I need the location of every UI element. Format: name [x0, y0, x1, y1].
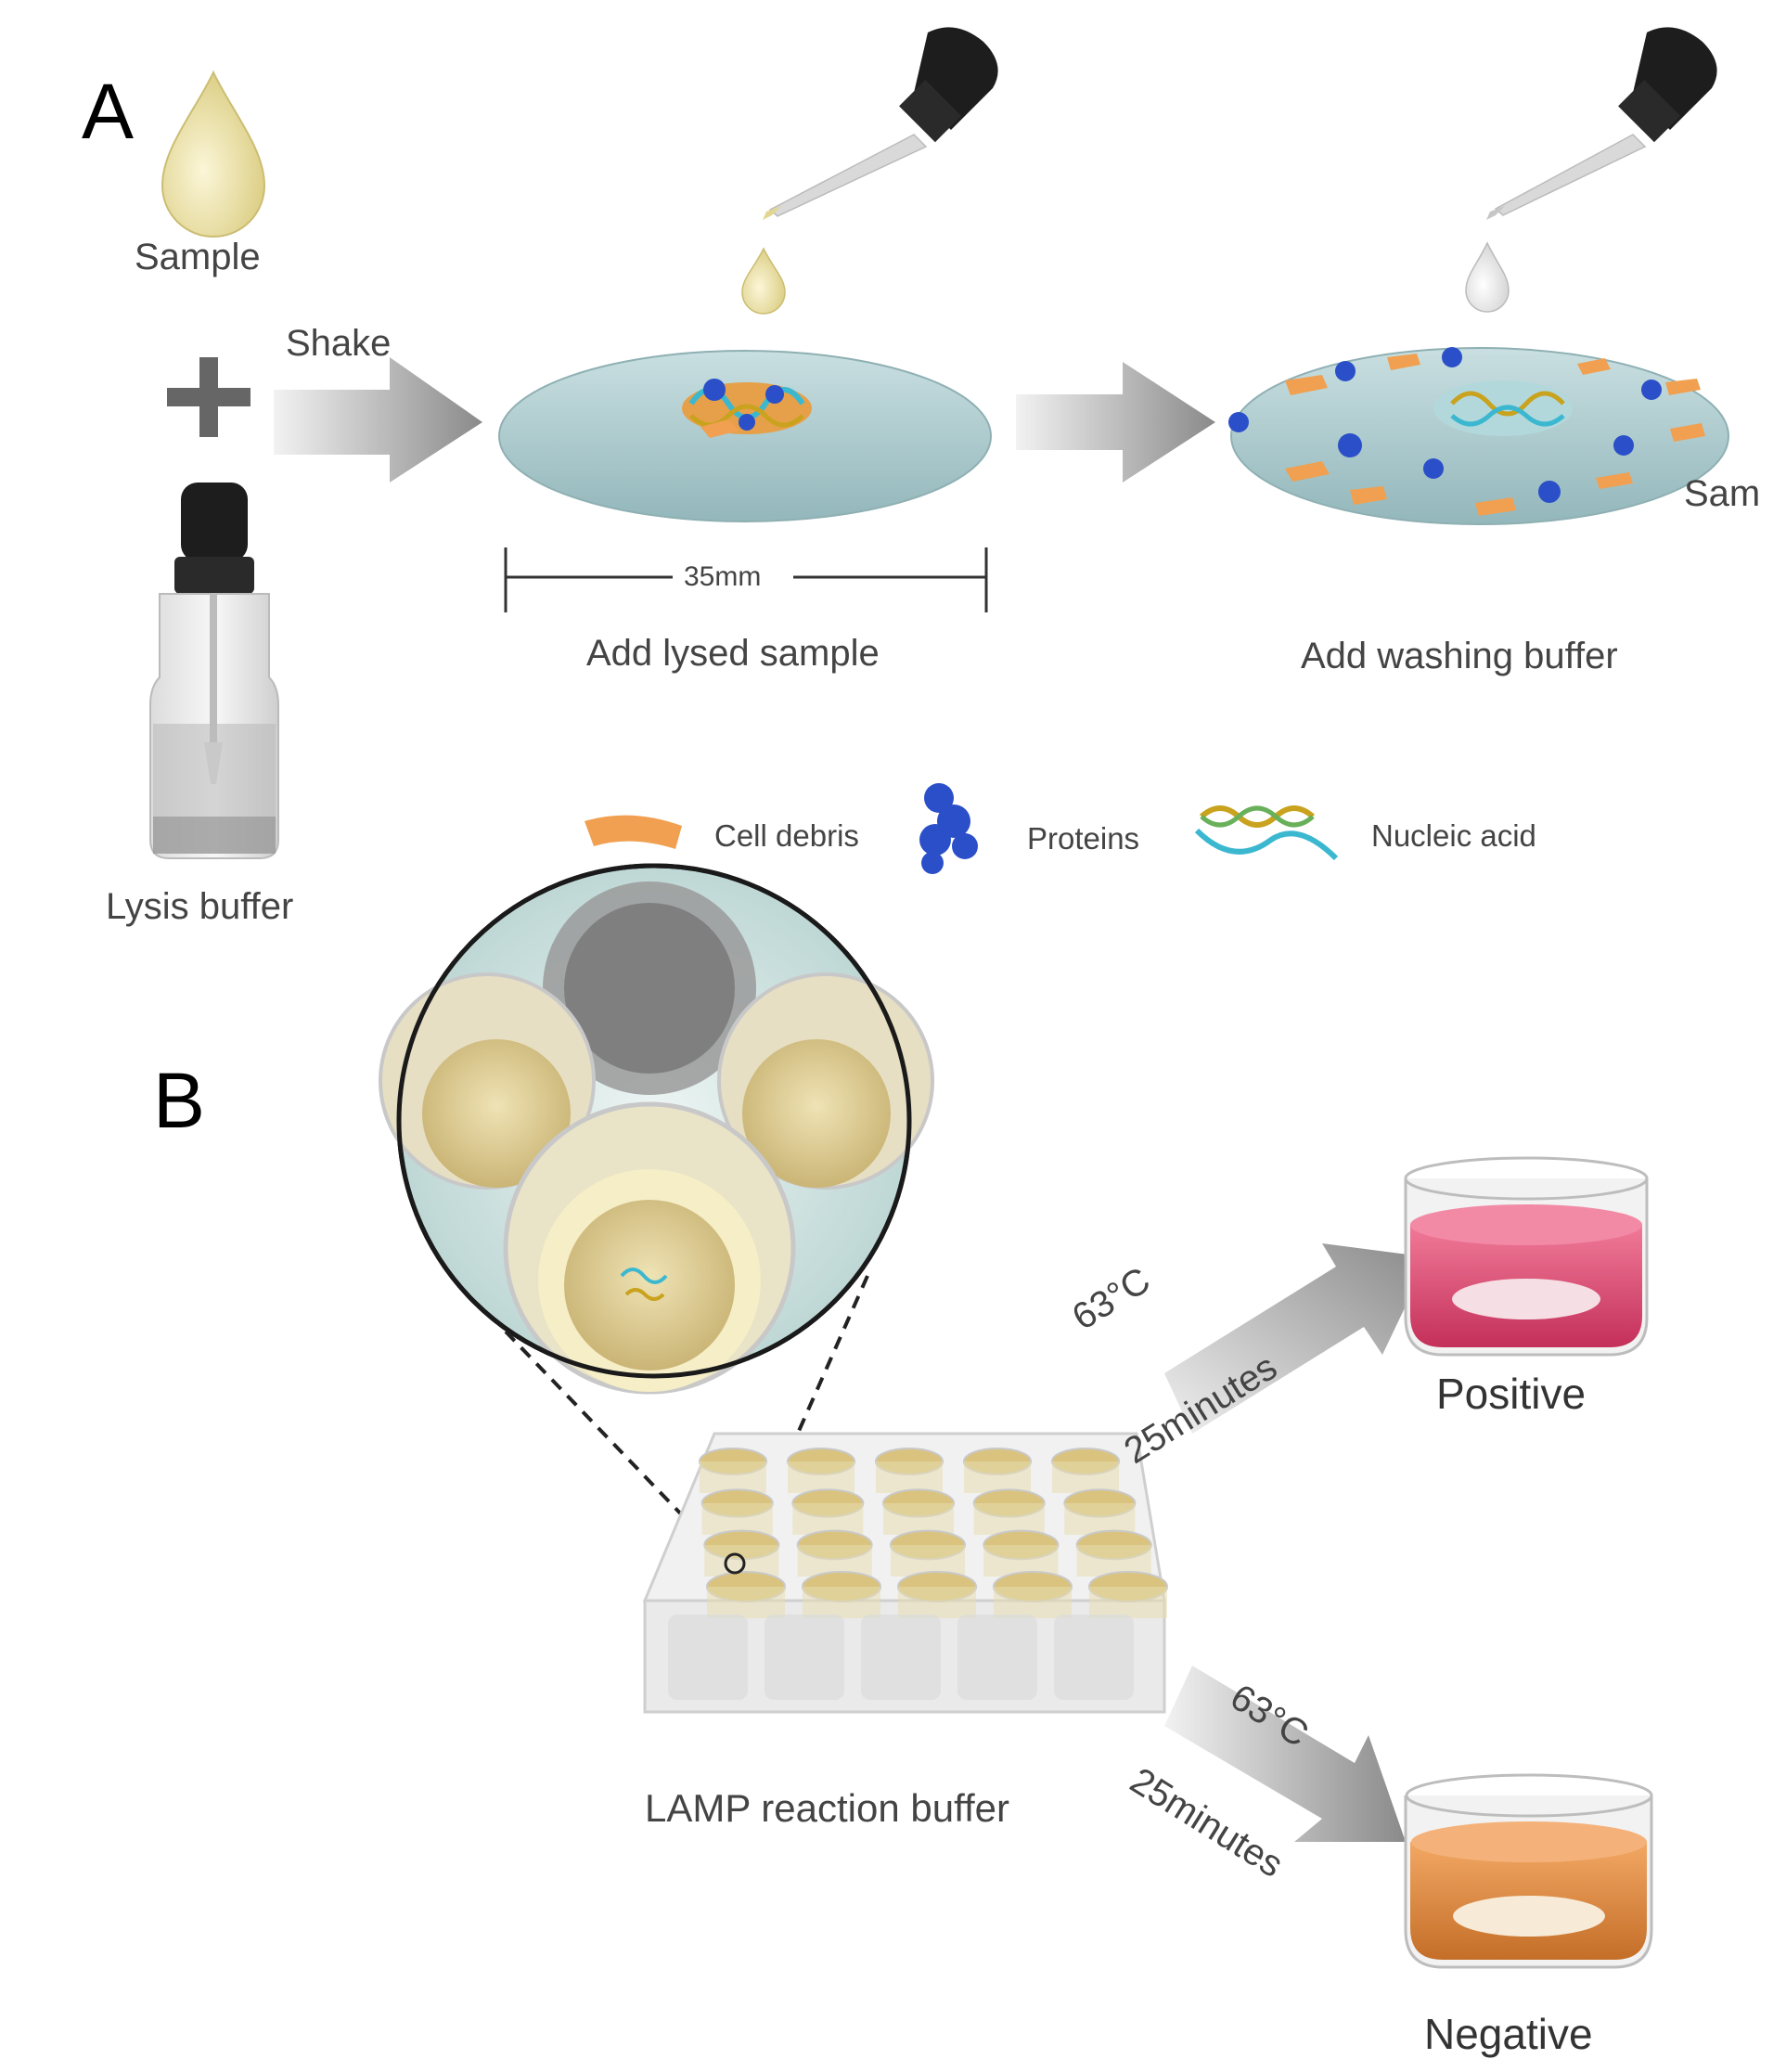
plate-well-body: [891, 1545, 965, 1577]
positive-arrow: [1164, 1243, 1429, 1434]
dropper-icon: [763, 27, 998, 220]
legend-cell-debris: Cell debris: [714, 818, 859, 853]
drop-icon: [1465, 241, 1510, 313]
plate-well-body: [1089, 1587, 1167, 1618]
plate-well-body: [973, 1503, 1045, 1535]
plate-well-body: [1052, 1461, 1119, 1493]
step1-label: Add lysed sample: [586, 633, 880, 674]
scale-label: 35mm: [684, 561, 762, 592]
membrane-disc: [498, 350, 992, 522]
panel-b-letter: B: [153, 1057, 206, 1144]
legend-nucleic-acid: Nucleic acid: [1371, 818, 1536, 853]
plate-front-well: [765, 1615, 844, 1700]
plate-well-body: [898, 1587, 976, 1618]
shake-arrow: [274, 357, 482, 483]
plus-icon: [167, 357, 251, 437]
plate-label: LAMP reaction buffer: [645, 1786, 1010, 1830]
positive-label: Positive: [1436, 1370, 1587, 1418]
plate-front-well: [861, 1615, 941, 1700]
legend-proteins: Proteins: [1027, 821, 1140, 856]
dropper-icon: [1486, 27, 1717, 220]
proteins-icon: [919, 783, 978, 874]
negative-arrow: [1164, 1666, 1406, 1842]
scale-bar: [504, 547, 988, 612]
negative-dish-icon: [1404, 1773, 1653, 1969]
plate-well-body: [983, 1545, 1059, 1577]
lysis-buffer-bottle-icon: [149, 483, 279, 859]
panel-a-letter: A: [82, 68, 135, 155]
drop-icon: [741, 247, 786, 315]
cut-off-label: Sam: [1684, 473, 1761, 514]
sample-label: Sample: [135, 237, 261, 277]
plate-well-body: [1076, 1545, 1151, 1577]
lysis-buffer-label: Lysis buffer: [106, 886, 294, 927]
plate-well-body: [994, 1587, 1072, 1618]
nucleic-acid-icon: [1194, 805, 1339, 861]
plate-well-body: [883, 1503, 954, 1535]
plate-well-body: [803, 1587, 880, 1618]
washed-membrane-contents: [1228, 347, 1705, 516]
plate-well-body: [1064, 1503, 1136, 1535]
plate-front-well: [668, 1615, 748, 1700]
negative-label: Negative: [1424, 2010, 1593, 2058]
plate-front-well: [1054, 1615, 1134, 1700]
plate-well-body: [792, 1503, 864, 1535]
well-grid: [668, 1448, 1168, 1700]
plate-front-well: [957, 1615, 1037, 1700]
plate-well-body: [876, 1461, 943, 1493]
step-arrow: [1016, 362, 1215, 483]
plate-well-body: [700, 1461, 766, 1493]
step2-label: Add washing buffer: [1301, 636, 1618, 676]
plate-well-body: [964, 1461, 1031, 1493]
well-plate: [642, 1432, 1168, 1714]
magnified-well-view: [379, 863, 934, 1395]
plate-well-body: [788, 1461, 854, 1493]
lysed-sample-cluster: [682, 379, 812, 438]
cell-debris-icon: [585, 815, 682, 849]
membrane-disc: [1230, 347, 1729, 525]
shake-label: Shake: [286, 323, 392, 364]
plate-well-body: [707, 1587, 785, 1618]
plate-well-body: [701, 1503, 773, 1535]
positive-dish-icon: [1404, 1156, 1649, 1357]
sample-drop-icon: [161, 70, 266, 238]
